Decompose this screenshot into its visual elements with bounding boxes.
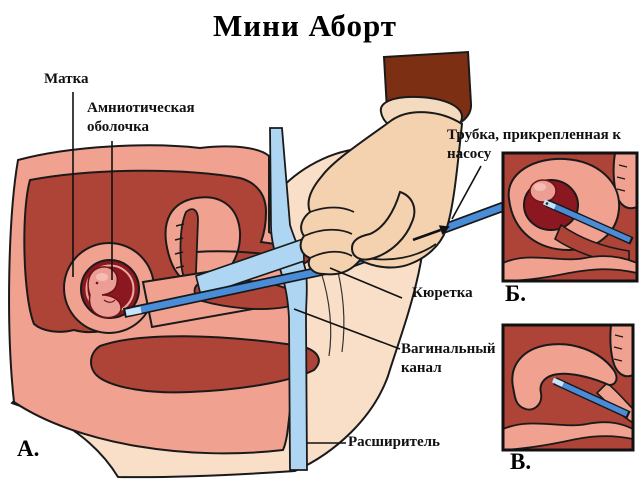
panel-letter-post: В. (510, 449, 532, 474)
label-pump-tube: Трубка, прикрепленная к насосу (447, 127, 622, 162)
leader-curette (329, 267, 403, 299)
panel-letter-aspiration: Б. (505, 281, 526, 306)
inset-panel-post (501, 323, 635, 452)
leader-vaginal-canal (293, 308, 401, 350)
dilator-upper-blade (195, 237, 305, 298)
page-title: Мини Аборт (212, 8, 398, 43)
thumb (350, 190, 416, 261)
label-uterus: Матка (44, 71, 89, 87)
label-curette: Кюретка (412, 285, 473, 301)
leader-pump-tube (451, 165, 482, 220)
suction-direction-arrow (412, 225, 450, 242)
label-amniotic-membrane: Амниотическая оболочка (87, 100, 195, 135)
inset-panel-aspiration (501, 151, 639, 283)
curette-tip (125, 306, 142, 316)
leader-lines (72, 92, 482, 444)
label-dilator: Расширитель (348, 434, 440, 450)
body-cross-section (8, 50, 507, 479)
label-vaginal-canal: Вагинальный канал (401, 341, 496, 376)
hand (299, 111, 464, 276)
panel-letter-main: А. (17, 436, 40, 461)
hand-illustration (299, 50, 473, 276)
lower-muscle-lobe (90, 335, 320, 394)
